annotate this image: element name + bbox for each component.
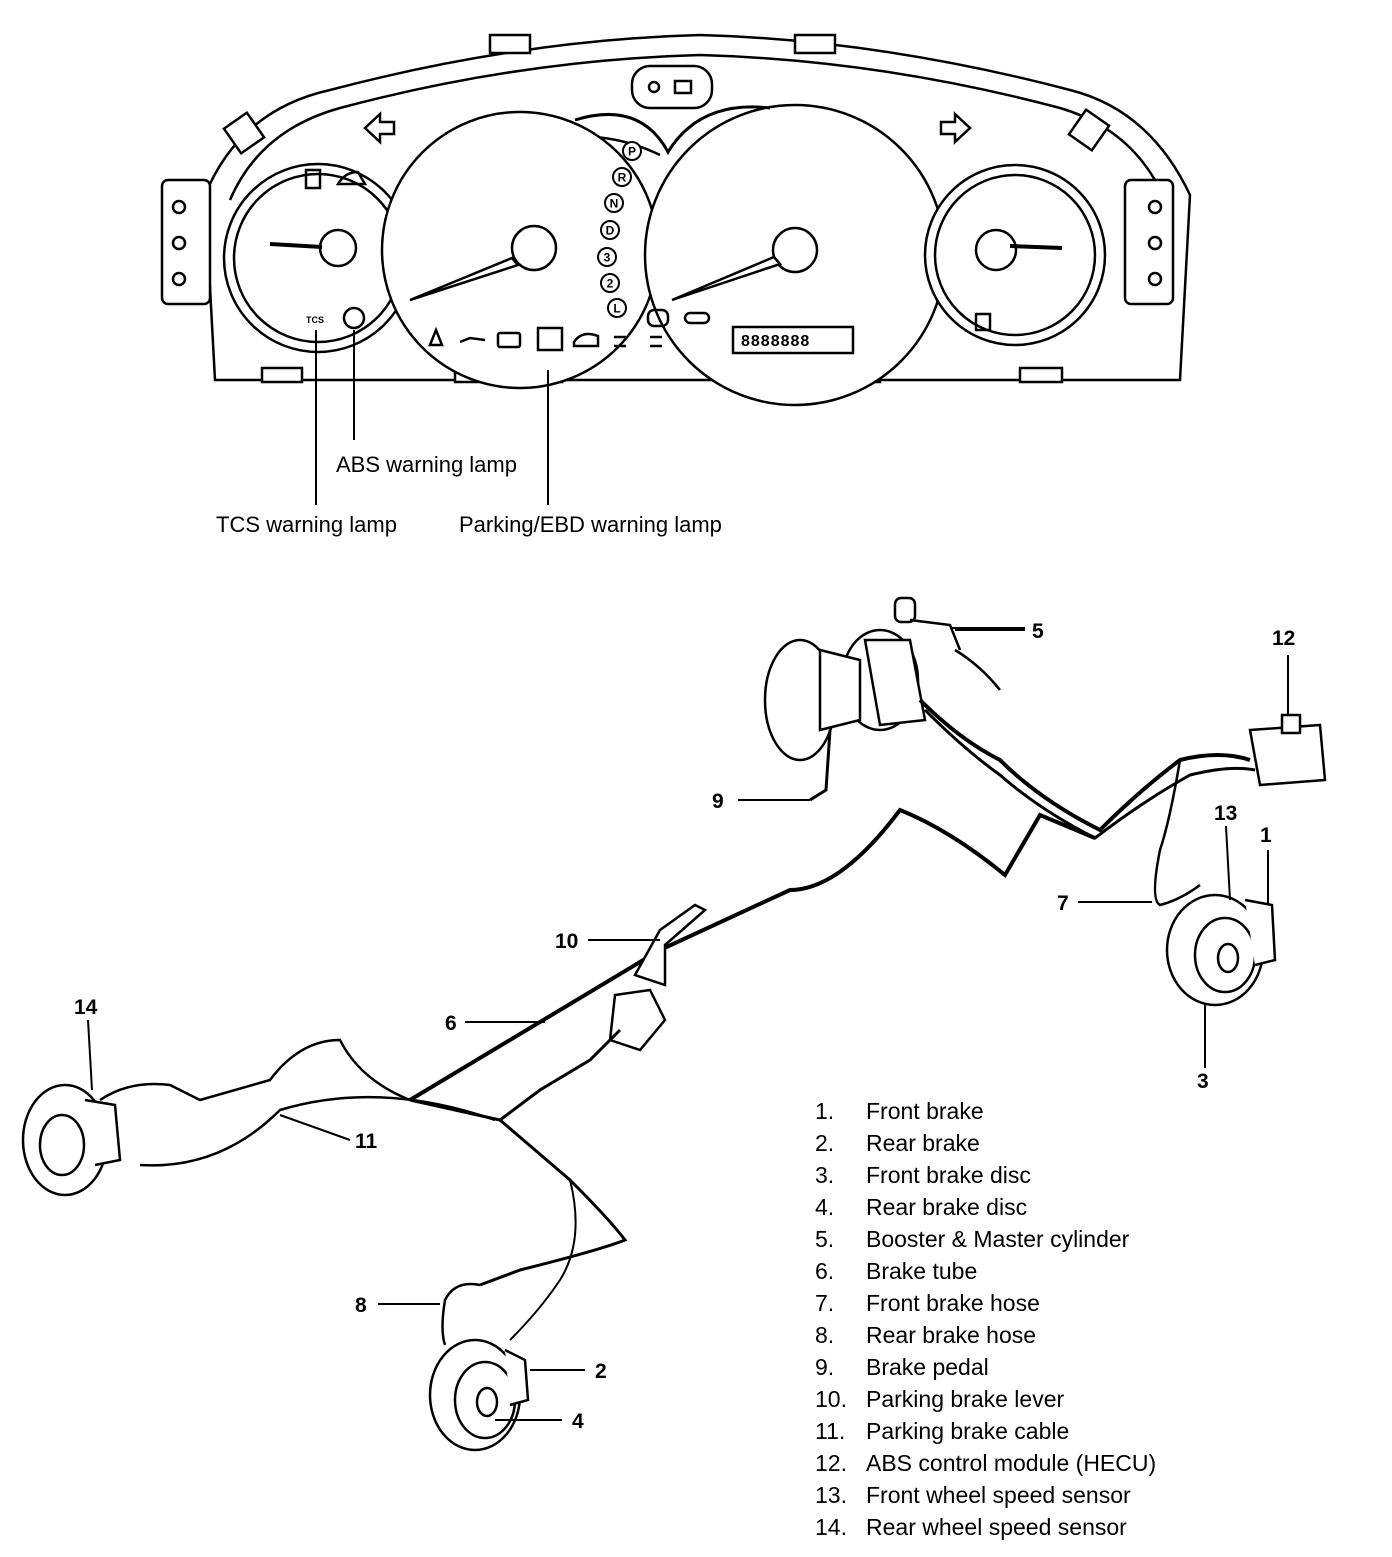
parking-brake-cable [99,1038,411,1102]
front-brake-disc [1165,893,1277,1007]
legend-text: Rear brake disc [866,1194,1027,1220]
gear-label-P: P [628,145,636,159]
rear-left-brake-disc [21,1083,122,1197]
legend-number: 7. [815,1290,834,1316]
callout-2: 2 [595,1360,607,1383]
legend-number: 4. [815,1194,834,1220]
booster-master-cylinder [840,596,1025,732]
tcs-warning-lamp-label: TCS warning lamp [216,512,397,537]
gear-label-N: N [610,197,619,211]
right-turn-arrow-icon [939,111,972,145]
legend-number: 2. [815,1130,834,1156]
callout-leaders [87,629,1269,1421]
callout-9: 9 [712,790,724,813]
brake-tube [408,807,1096,1102]
gear-label-L: L [613,302,620,316]
gear-label-2: 2 [607,277,614,291]
parking-ebd-warning-lamp-label: Parking/EBD warning lamp [459,512,722,537]
legend-number: 14. [815,1514,847,1540]
legend-number: 6. [815,1258,834,1284]
legend-text: Front brake hose [866,1290,1040,1316]
legend-number: 3. [815,1162,834,1188]
callout-14: 14 [74,996,98,1019]
callout-3: 3 [1197,1070,1209,1093]
legend-text: Rear brake [866,1130,980,1156]
legend-text: ABS control module (HECU) [866,1450,1156,1476]
legend-number: 11. [815,1418,845,1444]
legend-number: 12. [815,1450,847,1476]
legend-number: 8. [815,1322,834,1348]
legend-text: Brake pedal [866,1354,989,1380]
gear-circle-3 [597,247,617,267]
legend-number: 9. [815,1354,834,1380]
legend-text: Rear wheel speed sensor [866,1514,1127,1540]
legend-text: Parking brake cable [866,1418,1069,1444]
legend-number: 10. [815,1386,847,1412]
gear-circle-P [622,141,642,161]
gear-circle-D [600,220,620,240]
legend-text: Parking brake lever [866,1386,1064,1412]
callout-8: 8 [355,1294,367,1317]
abs-warning-lamp-label: ABS warning lamp [336,452,517,477]
legend-text: Brake tube [866,1258,977,1284]
gear-circle-2 [600,273,620,293]
callout-10: 10 [555,930,578,953]
callout-11: 11 [355,1130,378,1153]
parking-brake-lever [608,903,708,1052]
gear-label-3: 3 [604,251,611,265]
instrument-cluster [160,33,1192,407]
brake-pedal [738,638,862,802]
legend-text: Rear brake hose [866,1322,1036,1348]
callout-4: 4 [572,1410,584,1433]
legend-text: Front brake disc [866,1162,1031,1188]
callout-5: 5 [1032,620,1044,643]
legend: 1. Front brake 2. Rear brake 3. Front brake d… [815,1098,1156,1540]
abs-lamp-icon [342,306,366,330]
legend-number: 5. [815,1226,834,1252]
gear-circle-R [612,167,632,187]
callout-6: 6 [445,1012,457,1035]
gear-label-R: R [618,171,627,185]
rear-brake-hose [441,1282,481,1346]
tcs-lamp-text: TCS [306,315,324,325]
legend-text: Front brake [866,1098,984,1124]
legend-text: Front wheel speed sensor [866,1482,1131,1508]
callout-7: 7 [1057,892,1069,915]
callout-12: 12 [1272,627,1295,650]
gear-label-D: D [606,224,615,238]
odometer-text: 8888888 [741,333,810,350]
odometer-display [731,325,855,355]
callout-13: 13 [1214,802,1237,825]
callout-1: 1 [1260,824,1272,847]
gear-circle-L [607,298,627,318]
legend-number: 1. [815,1098,834,1124]
front-brake-hose [1153,759,1201,907]
rear-right-brake-disc [428,1338,530,1452]
legend-text: Booster & Master cylinder [866,1226,1130,1252]
abs-control-module [1248,655,1327,787]
left-turn-arrow-icon [363,111,396,145]
gear-circle-N [604,193,624,213]
legend-number: 13. [815,1482,847,1508]
headlamp-indicator-pod [630,64,714,110]
brake-system [21,596,1327,1452]
